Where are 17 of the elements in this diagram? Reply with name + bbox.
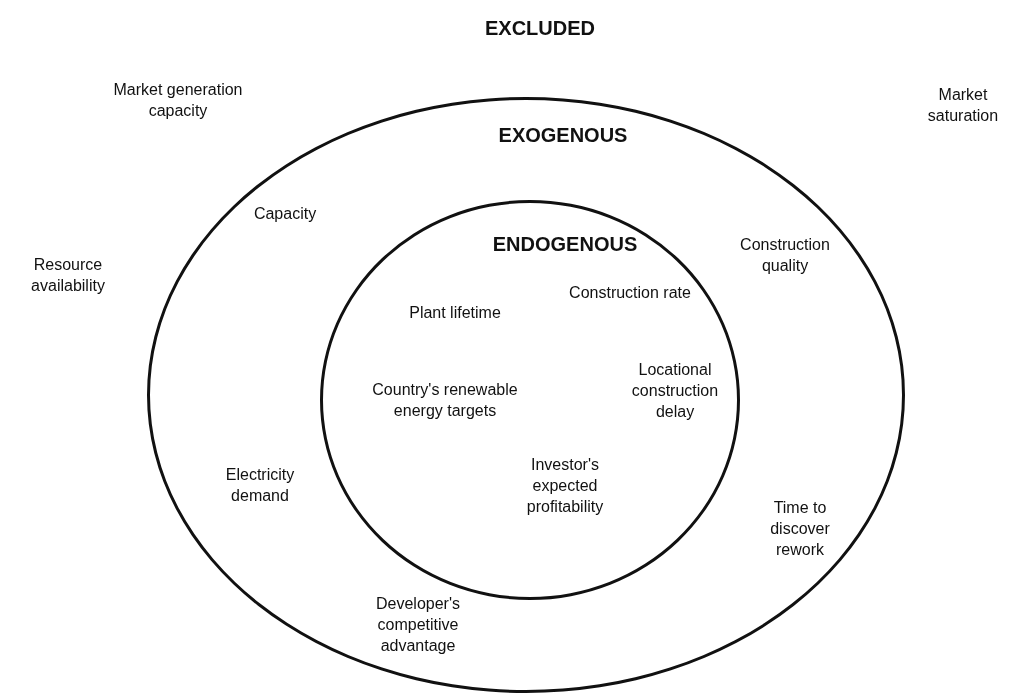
ellipse-region	[147, 97, 905, 693]
factor-label: Construction quality	[739, 235, 831, 276]
region-heading: ENDOGENOUS	[492, 233, 638, 255]
factor-label: Electricity demand	[224, 465, 296, 506]
factor-label: Locational construction delay	[630, 359, 720, 422]
factor-label: Market saturation	[926, 85, 1000, 126]
factor-label: Investor's expected profitability	[525, 454, 605, 517]
factor-label: Resource availability	[30, 255, 106, 296]
factor-label: Plant lifetime	[408, 302, 502, 323]
factor-label: Time to discover rework	[769, 497, 831, 560]
factor-label: Capacity	[252, 203, 318, 224]
factor-label: Country's renewable energy targets	[371, 380, 519, 421]
region-heading: EXOGENOUS	[498, 124, 628, 146]
factor-label: Market generation capacity	[113, 80, 243, 121]
region-heading: EXCLUDED	[485, 17, 595, 39]
factor-label: Developer's competitive advantage	[375, 593, 461, 656]
factor-label: Construction rate	[568, 282, 692, 303]
